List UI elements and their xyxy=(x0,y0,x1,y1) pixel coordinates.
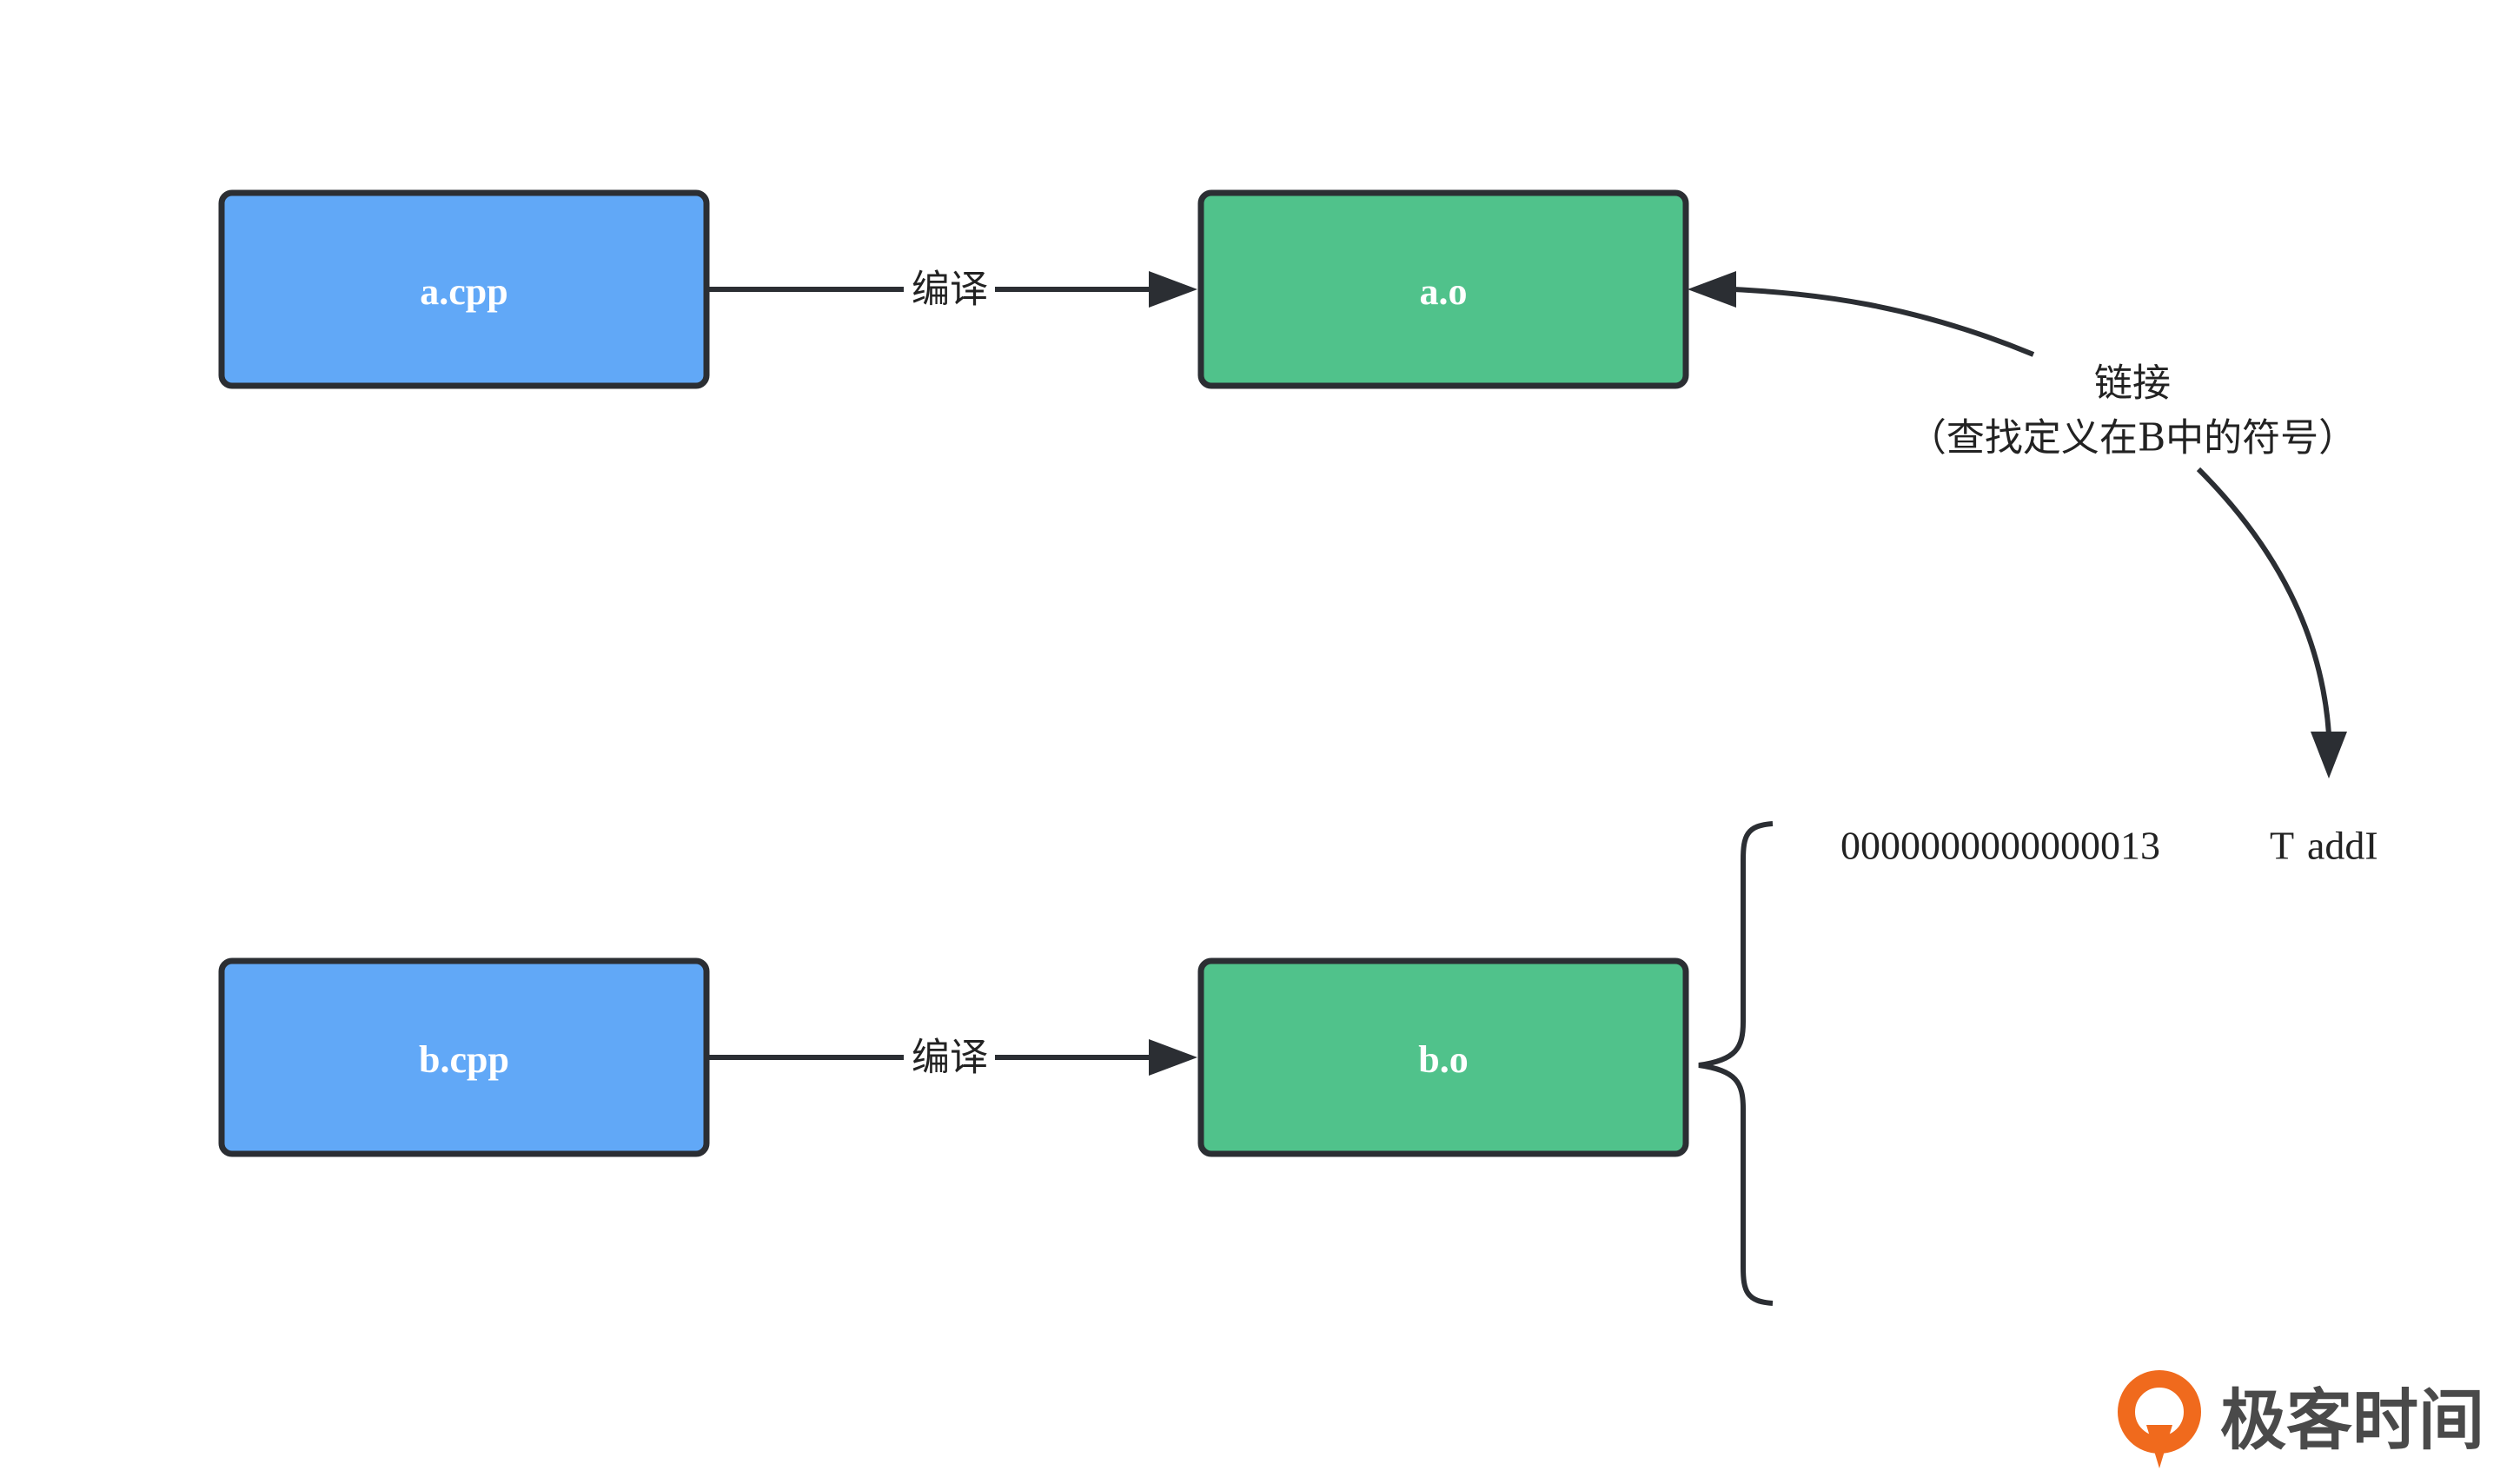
geektime-logo-icon xyxy=(2118,1370,2201,1468)
node-b-o-label: b.o xyxy=(1418,1038,1468,1081)
symbol-type: T xyxy=(2270,824,2294,868)
edge-compile-a-label: 编译 xyxy=(912,268,988,312)
edge-compile-b-label: 编译 xyxy=(912,1036,988,1080)
symbol-name: addI xyxy=(2307,824,2378,868)
curly-brace xyxy=(1698,821,1774,1306)
node-a-o-label: a.o xyxy=(1420,270,1468,313)
edge-link-label-line2: （查找定义在B中的符号） xyxy=(1908,416,2357,460)
edge-compile-a: 编译 xyxy=(706,268,1197,312)
geektime-logo-text: 极客时间 xyxy=(2220,1381,2484,1459)
node-a-o: a.o xyxy=(1197,189,1689,389)
node-b-cpp: b.cpp xyxy=(218,957,710,1157)
arrowhead-icon xyxy=(2311,732,2347,778)
node-b-o: b.o xyxy=(1197,957,1689,1157)
edge-compile-b: 编译 xyxy=(706,1036,1197,1080)
edge-link: 链接 （查找定义在B中的符号） xyxy=(1688,271,2357,778)
node-a-cpp-label: a.cpp xyxy=(420,270,507,313)
arrowhead-icon xyxy=(1149,271,1197,308)
symbol-row: 0000000000000013 T addI xyxy=(1840,824,2378,868)
node-a-cpp: a.cpp xyxy=(218,189,710,389)
edge-link-label-line1: 链接 xyxy=(2094,361,2171,406)
node-b-cpp-label: b.cpp xyxy=(419,1038,509,1081)
geektime-logo: 极客时间 xyxy=(2118,1370,2484,1468)
arrowhead-icon xyxy=(1688,271,1736,308)
arrowhead-icon xyxy=(1149,1039,1197,1076)
symbol-address: 0000000000000013 xyxy=(1840,824,2160,868)
